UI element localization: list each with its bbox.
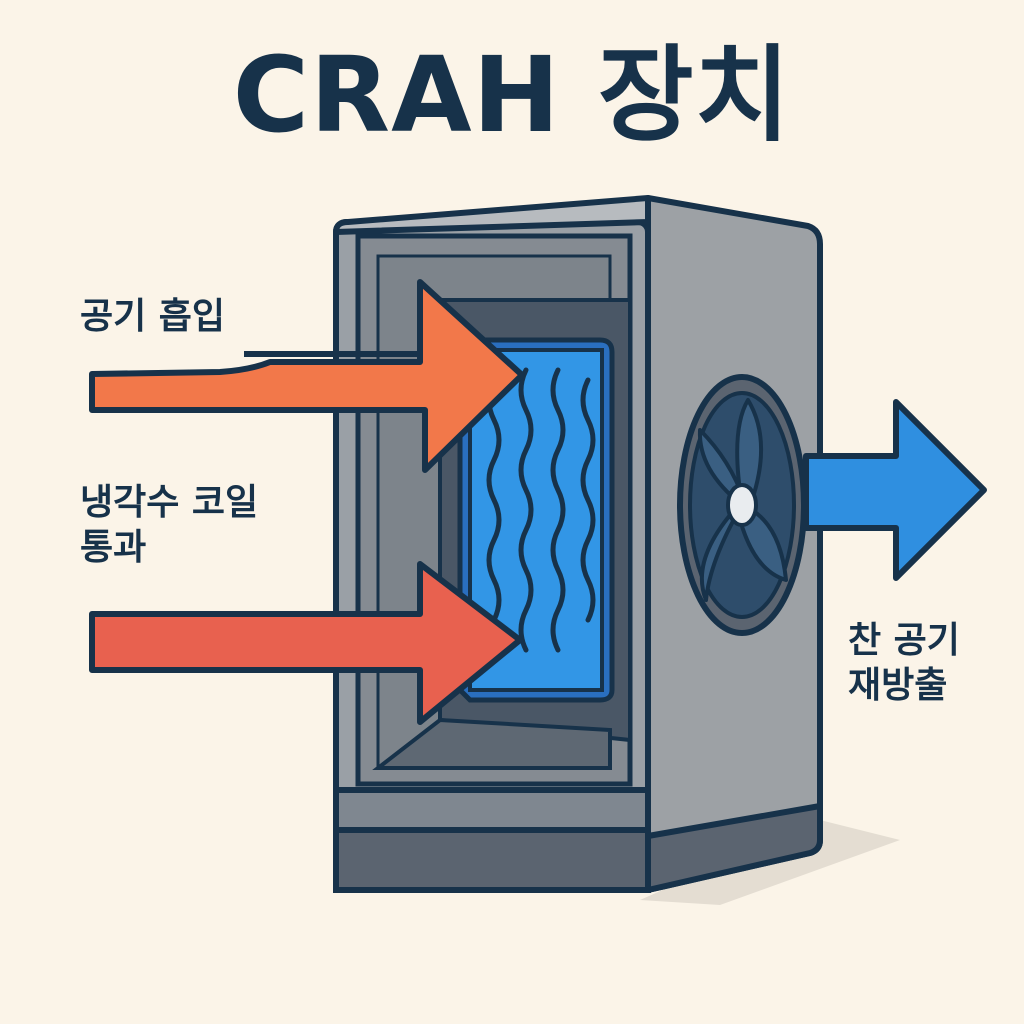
intake-arrow-bottom (89, 561, 523, 725)
coil-label: 냉각수 코일 통과 (80, 480, 258, 570)
intake-label: 공기 흡입 (80, 294, 225, 339)
housing-top-edge (333, 195, 651, 235)
fan-icon (677, 374, 807, 636)
housing-front-base-bottom (333, 827, 651, 893)
outflow-label-line1: 찬 공기 (848, 620, 960, 661)
housing-side-base (645, 803, 823, 893)
coil-label-line1: 냉각수 코일 (80, 482, 259, 523)
intake-arrow-top (89, 279, 525, 473)
coil-label-line2: 통과 (80, 527, 147, 568)
cooling-coil-icon (457, 337, 615, 703)
outflow-label: 찬 공기 재방출 (848, 618, 960, 708)
inner-floor (372, 717, 612, 770)
outflow-label-line2: 재방출 (848, 665, 948, 706)
outflow-arrow (803, 399, 987, 581)
intake-label-text: 공기 흡입 (80, 296, 226, 337)
diagram-title: CRAH 장치 (232, 34, 792, 156)
